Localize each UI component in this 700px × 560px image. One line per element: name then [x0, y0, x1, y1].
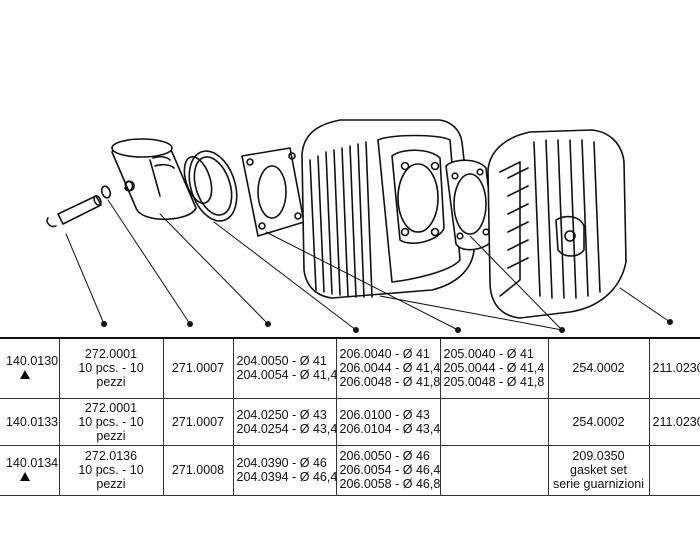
piston-ring-code: 206.0100 - Ø 43 [339, 407, 430, 422]
kit-code: 140.0133 [6, 414, 59, 429]
piston-pin-note: 10 pcs. - 10 pezzi [78, 463, 144, 491]
cylinder-icon [301, 119, 475, 299]
piston-code: 204.0390 - Ø 46 [236, 456, 327, 470]
gasket-cell: 254.0002 [547, 398, 649, 446]
head-gasket-icon [445, 159, 495, 251]
callout-dot-base-gasket [455, 327, 461, 333]
callout-dot-pin [101, 321, 107, 327]
piston-code: 204.0054 - Ø 41,4 [236, 368, 338, 383]
base-gasket-cell [439, 445, 548, 496]
piston-code: 204.0050 - Ø 41 [236, 354, 327, 369]
base-gasket-code: 205.0044 - Ø 41,4 [443, 361, 545, 376]
piston-pin-code: 272.0136 [84, 449, 138, 463]
gasket-code: gasket set [570, 463, 627, 477]
base-gasket-cell [439, 398, 548, 446]
piston-ring-code: 206.0054 - Ø 46,4 [339, 463, 441, 477]
exploded-cylinder-diagram [46, 119, 673, 333]
callout-dot-head [667, 319, 673, 325]
callout-dot-ring [353, 327, 359, 333]
circlip-cell: 271.0007 [162, 337, 233, 399]
leader-lines [65, 199, 671, 331]
kit-code-cell: 140.0130 [0, 337, 59, 399]
cylinder-head-icon [487, 129, 627, 319]
base-gasket-icon [241, 147, 305, 237]
triangle-icon [20, 370, 30, 380]
piston-ring-code: 206.0044 - Ø 41,4 [339, 361, 441, 376]
gasket-code: 254.0002 [572, 414, 625, 429]
piston-code: 204.0394 - Ø 46,4 [236, 470, 338, 484]
circlip-icon [100, 185, 112, 199]
piston-ring-icon [183, 150, 238, 222]
kit-code-cell: 140.0134 [0, 445, 59, 496]
piston-pin-code: 272.0001 [84, 347, 138, 362]
kit-code-cell: 140.0133 [0, 398, 59, 446]
piston-code: 204.0254 - Ø 43,4 [236, 421, 338, 436]
piston-ring-code: 206.0058 - Ø 46,8 [339, 477, 441, 491]
kit-code: 140.0134 [6, 456, 59, 470]
piston-code: 204.0250 - Ø 43 [236, 407, 327, 422]
callout-dot-piston [265, 321, 271, 327]
circlip-code: 271.0007 [171, 361, 225, 376]
cylinder-head-cell [648, 445, 700, 496]
cylinder-head-code: 211.0230 [652, 414, 700, 429]
kit-code: 140.0130 [6, 354, 59, 369]
gasket-code: serie guarnizioni [552, 477, 645, 491]
circlip-cell: 271.0007 [162, 398, 233, 446]
gasket-code: 209.0350 [572, 449, 625, 463]
cylinder-head-code: 211.0230 [652, 361, 700, 376]
gasket-cell: 254.0002 [547, 337, 649, 399]
circlip-code: 271.0007 [171, 414, 225, 429]
base-gasket-code: 205.0048 - Ø 41,8 [443, 375, 545, 390]
callout-dot-gasket [559, 327, 565, 333]
cylinder-head-cell: 211.0230 [648, 337, 700, 399]
cylinder-head-cell: 211.0230 [648, 398, 700, 446]
gasket-code: 254.0002 [572, 361, 625, 376]
piston-pin-note: 10 pcs. - 10 pezzi [78, 361, 144, 390]
piston-ring-code: 206.0104 - Ø 43,4 [339, 421, 441, 436]
callout-dot-clip [187, 321, 193, 327]
base-gasket-code: 205.0040 - Ø 41 [443, 347, 534, 362]
piston-pin-icon [46, 194, 102, 228]
piston-pin-note: 10 pcs. - 10 pezzi [78, 414, 144, 443]
circlip-code: 271.0008 [171, 463, 225, 477]
piston-icon [111, 138, 197, 220]
piston-ring-code: 206.0050 - Ø 46 [339, 449, 430, 463]
circlip-cell: 271.0008 [162, 445, 233, 496]
piston-ring-code: 206.0048 - Ø 41,8 [339, 375, 441, 390]
triangle-icon [20, 472, 30, 481]
piston-pin-code: 272.0001 [84, 400, 138, 415]
piston-ring-code: 206.0040 - Ø 41 [339, 347, 430, 362]
